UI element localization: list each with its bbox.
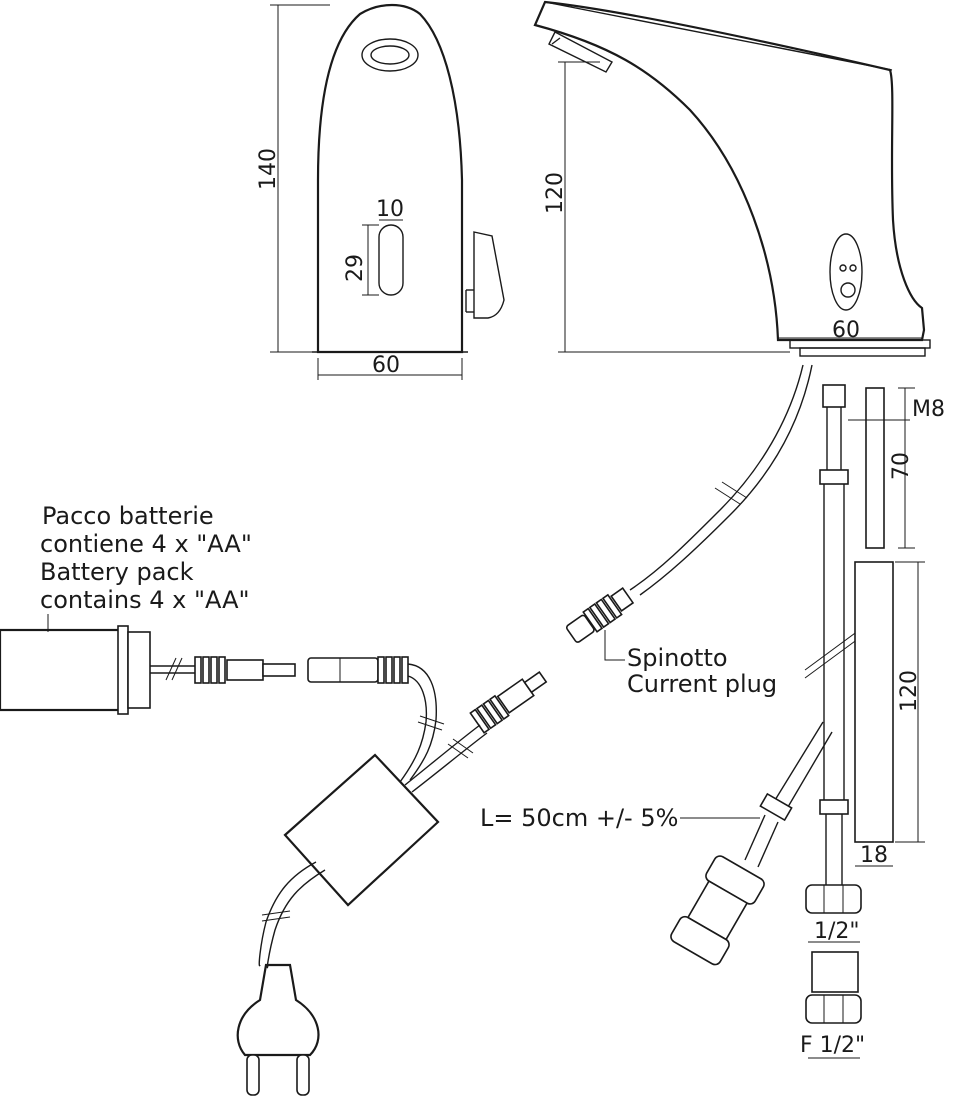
mains-plug-pin-left — [246, 1054, 260, 1096]
front-body-outline — [316, 4, 464, 354]
slot-width-dim: 10 — [376, 197, 404, 222]
control-box-body — [283, 753, 440, 907]
slot-height-dim: 29 — [343, 254, 368, 282]
mains-plug-pin-right — [296, 1054, 310, 1096]
battery-pack: Pacco batterie contiene 4 x "AA" Battery… — [0, 502, 445, 783]
connector-cable — [404, 724, 488, 793]
side-view: 120 60 — [533, 0, 931, 357]
supply-hoses: 1/2" F 1/2" L= 50cm +/- 5% M8 70 — [480, 384, 945, 1059]
battery-label-it-2: contiene 4 x "AA" — [40, 530, 252, 558]
front-view: 140 60 10 29 — [256, 4, 505, 380]
hex-nut-female — [805, 994, 862, 1024]
battery-label-it-1: Pacco batterie — [42, 502, 214, 530]
connector-dim: 1/2" — [814, 919, 860, 944]
battery-label-en-1: Battery pack — [40, 558, 194, 586]
female-connector-dim: F 1/2" — [800, 1033, 865, 1058]
plug-label-it: Spinotto — [627, 644, 728, 672]
battery-pack-body — [0, 628, 122, 712]
side-spout-outlet — [548, 31, 613, 73]
plug-female-connector — [565, 587, 635, 643]
hose-width-dim: 18 — [860, 843, 888, 868]
battery-label-en-2: contains 4 x "AA" — [40, 586, 250, 614]
front-side-lever — [473, 231, 505, 319]
plug-label-en: Current plug — [627, 670, 777, 698]
lower-length-dim: 120 — [897, 670, 922, 712]
side-base-plate — [789, 339, 931, 349]
hose-length-label: L= 50cm +/- 5% — [480, 804, 678, 832]
mains-plug — [236, 963, 320, 1096]
hex-nut-straight — [805, 884, 862, 914]
plug-male-connector — [469, 671, 548, 734]
front-height-dim: 140 — [256, 148, 281, 190]
front-width-dim: 60 — [372, 353, 400, 378]
front-sensor-lens — [361, 38, 419, 72]
thread-dim: M8 — [912, 397, 945, 422]
front-slot — [378, 224, 404, 296]
mains-plug-body — [236, 963, 320, 1057]
side-sensor — [829, 233, 863, 311]
top-length-dim: 70 — [889, 452, 914, 480]
control-box — [258, 753, 440, 969]
side-base-dim: 60 — [832, 318, 860, 343]
side-body-outline — [533, 0, 926, 342]
side-height-dim: 120 — [543, 172, 568, 214]
faucet-cable — [629, 364, 813, 596]
